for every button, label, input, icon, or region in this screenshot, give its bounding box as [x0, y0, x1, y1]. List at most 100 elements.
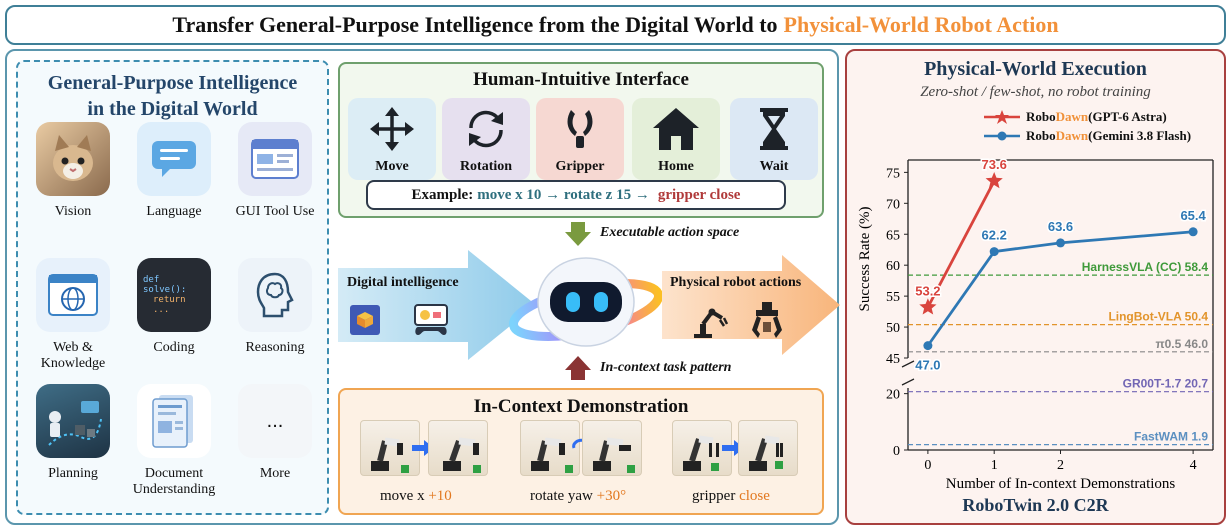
- y-tick-label: 45: [886, 352, 900, 367]
- brain-head-icon: [238, 258, 312, 332]
- legend-gpt-prefix: Robo: [1026, 109, 1056, 124]
- rotate-icon: [469, 110, 503, 148]
- more-label: More: [259, 466, 291, 481]
- hourglass-icon: [760, 108, 788, 150]
- axis-break-mark: [901, 360, 915, 368]
- robot-mascot-icon: [508, 257, 664, 347]
- y-tick-label: 75: [886, 166, 900, 181]
- execution-subtitle: Zero-shot / few-shot, no robot training: [920, 84, 1151, 100]
- language-label: Language: [146, 204, 202, 219]
- globe-icon: [36, 258, 110, 332]
- action-wait: Wait: [730, 98, 818, 180]
- x-axis-label: Number of In-context Demonstrations: [946, 476, 1176, 492]
- demo-move-value: +10: [428, 488, 452, 504]
- page-title: Transfer General-Purpose Intelligence fr…: [5, 5, 1226, 45]
- digital-world-panel: General-Purpose Intelligence in the Digi…: [16, 60, 329, 515]
- demo-gripper-value: close: [739, 488, 770, 504]
- action-gripper-label: Gripper: [555, 159, 605, 174]
- action-home: Home: [632, 98, 720, 180]
- demo-frame-rotate-after: [582, 420, 642, 476]
- data-label: 47.0: [915, 358, 940, 373]
- x-tick-label: 1: [991, 458, 998, 473]
- demo-move-label: move x: [380, 488, 425, 504]
- in-context-task-pattern-label: In-context task pattern: [600, 360, 732, 375]
- digital-world-title: General-Purpose Intelligence in the Digi…: [18, 70, 327, 122]
- move-arrows-icon: [370, 107, 414, 151]
- y-tick-label: 20: [886, 388, 900, 403]
- action-rotation-label: Rotation: [459, 159, 513, 174]
- action-move-label: Move: [375, 159, 409, 174]
- reasoning-label: Reasoning: [245, 340, 305, 355]
- capability-planning: Planning: [23, 384, 123, 482]
- baseline-label: GR00T-1.7 20.7: [1123, 377, 1209, 391]
- title-main: Transfer General-Purpose Intelligence fr…: [172, 12, 778, 37]
- chat-bubble-icon: [137, 122, 211, 196]
- y-tick-label: 60: [886, 259, 900, 274]
- cube-icon: [350, 305, 380, 335]
- document-label-line1: Document: [144, 466, 204, 481]
- x-tick-label: 4: [1190, 458, 1197, 473]
- x-tick-label: 0: [924, 458, 931, 473]
- baseline-label: HarnessVLA (CC) 58.4: [1082, 260, 1209, 274]
- data-point-star: [985, 172, 1003, 189]
- demo-rotate-value: +30°: [596, 488, 627, 504]
- example-part1: move x 10 → rotate z 15 →: [477, 186, 650, 203]
- data-label: 63.6: [1048, 219, 1073, 234]
- legend-circle-marker-icon: [984, 131, 1020, 141]
- capability-web-knowledge: Web &Knowledge: [23, 258, 123, 372]
- action-wait-label: Wait: [759, 159, 789, 174]
- executable-action-space-label: Executable action space: [600, 225, 740, 240]
- legend-gpt-accent: Dawn: [1055, 109, 1089, 124]
- gui-label: GUI Tool Use: [235, 204, 315, 219]
- web-label-line1: Web &: [53, 340, 93, 355]
- physical-robot-actions-arrow: [662, 255, 840, 355]
- legend-gemini-suffix: (Gemini 3.8 Flash): [1088, 128, 1192, 143]
- y-tick-label: 55: [886, 290, 900, 305]
- baseline-label: LingBot-VLA 50.4: [1108, 310, 1208, 324]
- y-tick-label: 70: [886, 197, 900, 212]
- legend-gemini-accent: Dawn: [1055, 128, 1089, 143]
- ellipsis-icon: ...: [238, 384, 312, 458]
- capability-reasoning: Reasoning: [225, 258, 325, 356]
- data-label: 53.2: [915, 283, 940, 298]
- capability-coding: def solve(): return ... Coding: [124, 258, 224, 356]
- demo-frame-gripper-after: [738, 420, 798, 476]
- code-line1: def solve():: [143, 275, 187, 295]
- axis-break-mark: [901, 378, 915, 386]
- demo-label-move: move x +10: [380, 488, 452, 505]
- series-line: [926, 230, 1194, 347]
- capability-gui-tool-use: GUI Tool Use: [225, 122, 325, 220]
- example-command: Example: move x 10 → rotate z 15 → gripp…: [366, 180, 786, 210]
- document-label-line2: Understanding: [132, 482, 216, 497]
- baseline-label: FastWAM 1.9: [1134, 430, 1208, 444]
- planning-label: Planning: [48, 466, 98, 481]
- data-point-circle: [923, 341, 933, 351]
- digital-title-line2: in the Digital World: [87, 98, 258, 120]
- arrow-up-icon: [565, 356, 591, 380]
- action-rotation: Rotation: [442, 98, 530, 180]
- example-prefix: Example:: [411, 186, 474, 203]
- digital-title-line1: General-Purpose Intelligence: [47, 72, 298, 94]
- demo-rotate-label: rotate yaw: [530, 488, 593, 504]
- physical-robot-actions-label: Physical robot actions: [670, 275, 802, 290]
- data-label: 73.6: [982, 157, 1007, 172]
- demo-frame-rotate-before: [520, 420, 580, 476]
- benchmark-label: RoboTwin 2.0 C2R: [962, 495, 1109, 515]
- baseline-label: π0.5 46.0: [1155, 337, 1208, 351]
- capability-more: ... More: [225, 384, 325, 482]
- demo-frame-move-before: [360, 420, 420, 476]
- example-part2: gripper close: [657, 186, 741, 203]
- data-point-circle: [989, 247, 999, 257]
- data-point-circle: [1056, 238, 1065, 248]
- demo-gripper-label: gripper: [692, 488, 736, 504]
- y-tick-label: 0: [893, 444, 900, 459]
- x-tick-label: 2: [1057, 458, 1064, 473]
- vision-label: Vision: [54, 204, 92, 219]
- series-line: [926, 180, 996, 308]
- robot-planning-icon: [36, 384, 110, 458]
- demo-title: In-Context Demonstration: [473, 396, 689, 417]
- action-home-label: Home: [658, 159, 694, 174]
- capability-vision: Vision: [23, 122, 123, 220]
